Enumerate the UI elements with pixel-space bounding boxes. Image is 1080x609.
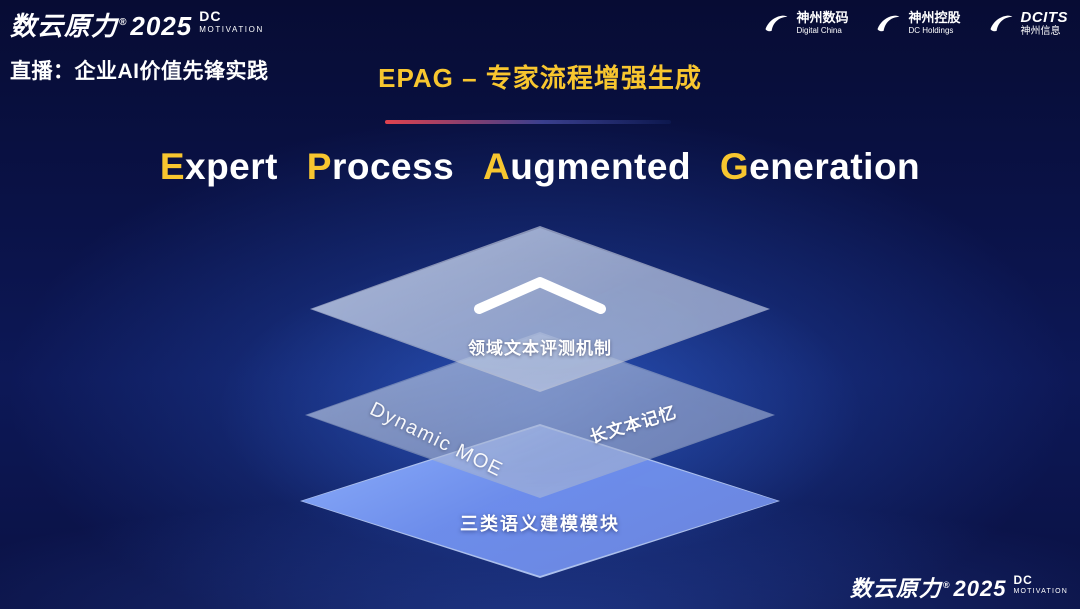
layer-bottom-label: 三类语义建模模块 xyxy=(460,514,620,534)
title-word-initial: P xyxy=(306,146,332,187)
title-word-rest: rocess xyxy=(331,146,455,187)
brand-wordmark-text: 数云原力 xyxy=(10,11,119,41)
footer-brand-wordmark-text: 数云原力 xyxy=(849,576,942,601)
title-word: Generation xyxy=(720,146,920,188)
swoosh-icon xyxy=(990,15,1012,32)
title-word-rest: xpert xyxy=(185,146,278,187)
partner-logo-digital-china: 神州数码 Digital China xyxy=(762,9,848,37)
partner-text: 神州数码 Digital China xyxy=(796,10,849,36)
partner-logo-dcits: DCITS 神州信息 xyxy=(987,9,1069,38)
title-word-initial: A xyxy=(483,146,511,187)
slide-title: EPAG – 专家流程增强生成 xyxy=(378,63,702,93)
partner-text: 神州控股 DC Holdings xyxy=(908,10,961,36)
partner-subtitle: Digital China xyxy=(796,26,842,36)
footer-brand-year: 2025 xyxy=(953,576,1007,601)
footer-brand-motivation-label: MOTIVATION xyxy=(1013,588,1068,595)
swoosh-icon xyxy=(765,15,788,32)
live-label: 直播：企业AI价值先锋实践 xyxy=(10,60,269,83)
brand-year: 2025 xyxy=(130,11,193,41)
title-word-rest: ugmented xyxy=(510,146,692,187)
brand-motivation-label: MOTIVATION xyxy=(199,25,264,34)
partner-name: 神州控股 xyxy=(908,10,961,26)
chevron-up-icon xyxy=(465,272,615,320)
partner-name: 神州数码 xyxy=(796,10,849,26)
title-word: Augmented xyxy=(483,146,691,188)
brand-dc-label: DC xyxy=(199,8,222,24)
partner-logo-dc-holdings: 神州控股 DC Holdings xyxy=(874,9,961,37)
title-word-rest: eneration xyxy=(749,146,921,187)
page-title: Expert Process Augmented Generation xyxy=(0,146,1080,188)
partner-logos: 神州数码 Digital China 神州控股 DC Holdings DCIT… xyxy=(762,9,1068,38)
gradient-divider xyxy=(385,120,671,124)
footer-brand-dc-block: DC MOTIVATION xyxy=(1013,571,1068,595)
swoosh-icon xyxy=(877,15,900,32)
footer-brand-wordmark: 数云原力®2025 xyxy=(850,571,1007,603)
footer-brand-logo: 数云原力®2025 DC MOTIVATION xyxy=(850,571,1068,603)
title-word-initial: E xyxy=(159,146,185,187)
partner-text: DCITS 神州信息 xyxy=(1021,9,1069,38)
layered-diagram: 领域文本评测机制 Dynamic MOE 长文本记忆 三类语义建模模块 xyxy=(300,226,780,586)
footer-registered-mark: ® xyxy=(942,579,951,590)
title-word-initial: G xyxy=(719,146,750,187)
registered-mark: ® xyxy=(119,17,128,29)
footer-brand-dc-label: DC xyxy=(1013,573,1033,587)
brand-dc-block: DC MOTIVATION xyxy=(199,6,264,34)
title-word: Expert xyxy=(160,146,278,188)
brand-wordmark: 数云原力®2025 xyxy=(10,6,192,43)
partner-name: DCITS xyxy=(1020,9,1068,26)
brand-logo: 数云原力®2025 DC MOTIVATION xyxy=(10,6,264,43)
partner-subtitle: DC Holdings xyxy=(908,26,954,36)
title-word: Process xyxy=(307,146,455,188)
partner-subtitle: 神州信息 xyxy=(1020,26,1061,38)
layer-top-label: 领域文本评测机制 xyxy=(468,339,612,358)
